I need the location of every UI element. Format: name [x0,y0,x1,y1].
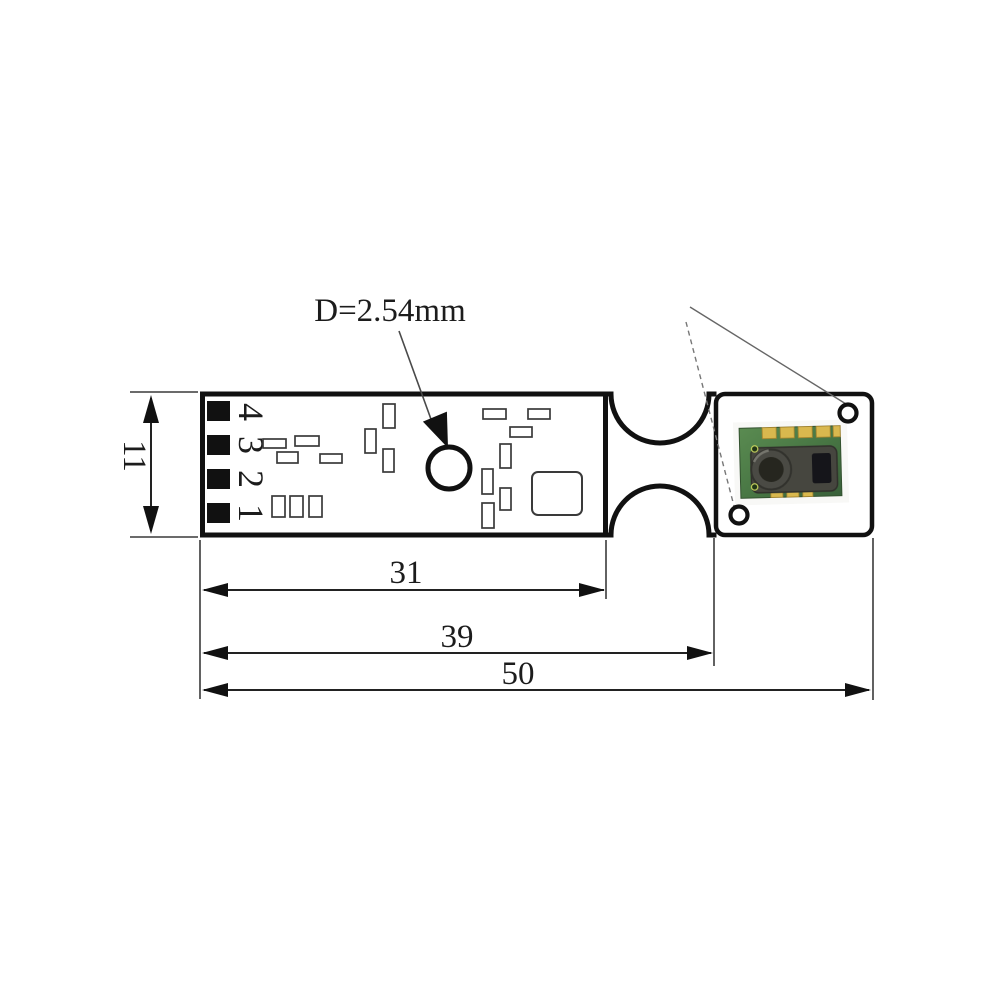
pin-header: 4 3 2 1 [207,401,271,523]
component-pad [527,408,551,420]
component-pad [382,403,396,429]
arrowhead-left-icon [202,646,228,660]
dim-label-overall: 50 [502,656,535,692]
arrowhead-left-icon [202,583,228,597]
component-pad [289,495,304,518]
dim-label-board: 31 [390,555,423,591]
sensor-screw-dot [750,483,759,491]
component-pad [499,443,512,469]
component-pad [276,451,299,464]
pin-label-4: 4 [231,403,271,421]
pin-label-2: 2 [231,470,271,488]
arrowhead-up-icon [143,395,159,423]
callout-arrowhead-icon [422,411,448,448]
component-pad [481,468,494,495]
component-pad [499,487,512,511]
gold-pad [815,425,831,438]
pin-pad-3 [207,435,230,455]
bottom-dimensions: 31 39 50 [199,538,874,700]
hole-diameter-label: D=2.54mm [314,293,466,329]
gold-pad [797,425,813,439]
leader-line-hole-bottom [685,321,735,507]
neck-top-edge [605,391,717,446]
arrowhead-right-icon [579,583,605,597]
pin-pad-1 [207,503,230,523]
hole-callout: D=2.54mm [314,293,473,492]
component-pad [364,428,377,454]
component-pad [481,502,495,529]
sensor-module-photo [732,419,850,506]
arrowhead-down-icon [143,506,159,534]
leader-line-hole-top [689,306,847,405]
component-pad [482,408,507,420]
gold-pad [779,426,795,439]
component-pad [294,435,320,447]
component-pad [271,495,286,518]
pin-pad-4 [207,401,230,421]
component-pad [382,448,395,473]
through-hole [425,444,473,492]
sensor-slot [811,452,832,484]
component-pad [509,426,533,438]
pin-label-3: 3 [231,436,271,454]
sensor-aperture [758,456,784,482]
callout-leader-line [398,330,437,434]
mounting-holes [685,306,859,526]
pin-label-1: 1 [231,504,271,522]
sensor-screw-dot [750,445,759,453]
dim-height: 11 [116,391,198,538]
arrowhead-left-icon [202,683,228,697]
arrowhead-right-icon [687,646,713,660]
mounting-hole-top-right [837,402,859,424]
dim-label-to-sensor: 39 [441,619,474,655]
dim-label-height: 11 [116,440,152,472]
gold-pad [832,425,841,438]
sensor-boss-highlight [752,449,769,463]
dim-length-overall: 50 [202,656,871,697]
component-pad [308,495,323,518]
component-ic-outline [531,471,583,516]
component-pad [319,453,343,464]
dim-length-to-sensor: 39 [202,619,713,660]
mounting-hole-bottom-left [728,504,750,526]
arrowhead-right-icon [845,683,871,697]
gold-pad [761,426,777,440]
dim-length-board: 31 [202,555,605,597]
component-footprints [262,403,583,529]
pin-pad-2 [207,469,230,489]
component-pad [262,438,287,449]
neck-bottom-edge [605,483,717,538]
